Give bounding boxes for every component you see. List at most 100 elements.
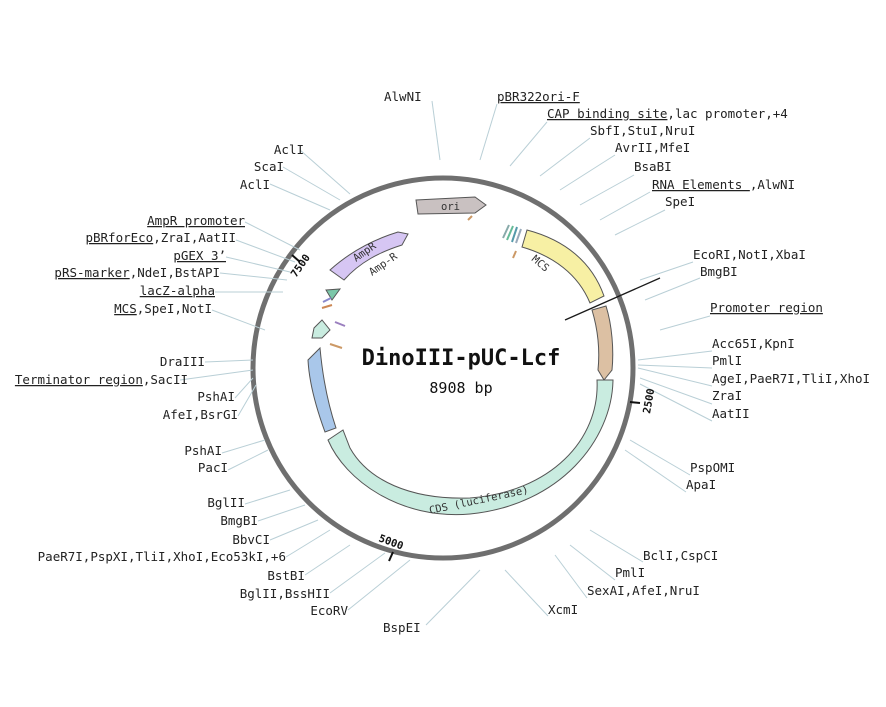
site-names: PspOMI bbox=[690, 460, 735, 475]
site-names: AfeI,BsrGI bbox=[163, 407, 238, 422]
site-label-left-4: pBRforEco,ZraI,AatII bbox=[85, 230, 236, 245]
promoter-feature bbox=[591, 305, 614, 381]
feature-name: CAP binding site bbox=[547, 106, 667, 121]
site-label-left-13: PshAI bbox=[184, 443, 222, 458]
site-label-right-17: ApaI bbox=[686, 477, 716, 492]
leader-lines bbox=[425, 100, 713, 626]
site-label-left-19: BstBI bbox=[267, 568, 305, 583]
feature-name: MCS bbox=[114, 301, 137, 316]
site-names: ,AlwNI bbox=[750, 177, 795, 192]
site-names: Acc65I,KpnI bbox=[712, 336, 795, 351]
site-names: AlwNI bbox=[384, 89, 422, 104]
site-label-right-9: BmgBI bbox=[700, 264, 738, 279]
site-names: ScaI bbox=[254, 159, 284, 174]
site-names: AclI bbox=[240, 177, 270, 192]
site-names: BglII bbox=[207, 495, 245, 510]
site-names: PshAI bbox=[184, 443, 222, 458]
site-label-right-18: BclI,CspCI bbox=[643, 548, 718, 563]
site-label-right-22: BspEI bbox=[383, 620, 421, 635]
site-label-left-11: PshAI bbox=[197, 389, 235, 404]
site-label-left-5: pGEX 3’ bbox=[173, 248, 226, 263]
small-features bbox=[311, 215, 517, 349]
leader-lines-left bbox=[179, 149, 411, 611]
site-names: PshAI bbox=[197, 389, 235, 404]
site-names: AvrII,MfeI bbox=[615, 140, 690, 155]
site-names: AgeI,PaeR7I,TliI,XhoI bbox=[712, 371, 870, 386]
feature-name: Terminator region bbox=[15, 372, 143, 387]
site-names: ,SacII bbox=[143, 372, 188, 387]
site-names: DraIII bbox=[160, 354, 205, 369]
ori-feature: ori bbox=[415, 196, 487, 215]
tick-label-2500: 2500 bbox=[641, 388, 657, 415]
site-names: EcoRV bbox=[310, 603, 348, 618]
ori-label: ori bbox=[441, 201, 460, 213]
site-names: BmgBI bbox=[220, 513, 258, 528]
plasmid-name: DinoIII-pUC-Lcf bbox=[362, 346, 561, 371]
site-label-right-21: XcmI bbox=[548, 602, 578, 617]
site-names: SbfI,StuI,NruI bbox=[590, 123, 695, 138]
site-label-left-10: Terminator region,SacII bbox=[15, 372, 188, 387]
site-names: BstBI bbox=[267, 568, 305, 583]
site-label-left-16: BmgBI bbox=[220, 513, 258, 528]
site-label-left-1: ScaI bbox=[254, 159, 284, 174]
site-label-left-21: EcoRV bbox=[310, 603, 348, 618]
feature-name: Promoter region bbox=[710, 300, 823, 315]
site-names: BsaBI bbox=[634, 159, 672, 174]
feature-name: lacZ-alpha bbox=[140, 283, 215, 298]
backbone-ring bbox=[250, 175, 636, 561]
site-label-left-0: AclI bbox=[274, 142, 304, 157]
site-label-right-16: PspOMI bbox=[690, 460, 735, 475]
site-names: XcmI bbox=[548, 602, 578, 617]
site-label-right-4: AvrII,MfeI bbox=[615, 140, 690, 155]
site-label-left-6: pRS-marker,NdeI,BstAPI bbox=[54, 265, 220, 280]
site-names: BbvCI bbox=[232, 532, 270, 547]
mcs-feature: MCS bbox=[521, 229, 605, 304]
site-label-right-13: AgeI,PaeR7I,TliI,XhoI bbox=[712, 371, 870, 386]
cds-feature: CDS (luciferase) bbox=[327, 379, 614, 517]
site-names: BglII,BssHII bbox=[240, 586, 330, 601]
site-names: ,NdeI,BstAPI bbox=[130, 265, 220, 280]
site-label-right-0: AlwNI bbox=[384, 89, 422, 104]
feature-name: AmpR promoter bbox=[147, 213, 245, 228]
site-label-right-14: ZraI bbox=[712, 388, 742, 403]
site-names: AatII bbox=[712, 406, 750, 421]
site-label-left-7: lacZ-alpha bbox=[140, 283, 215, 298]
site-names: ,lac promoter,+4 bbox=[667, 106, 787, 121]
site-label-left-17: BbvCI bbox=[232, 532, 270, 547]
mcs-cut-line bbox=[564, 277, 661, 321]
site-label-right-6: RNA Elements ,AlwNI bbox=[652, 177, 795, 192]
site-label-right-5: BsaBI bbox=[634, 159, 672, 174]
site-names: PacI bbox=[198, 460, 228, 475]
site-label-right-20: SexAI,AfeI,NruI bbox=[587, 583, 700, 598]
site-label-right-19: PmlI bbox=[615, 565, 645, 580]
feature-name: pGEX 3’ bbox=[173, 248, 226, 263]
site-label-left-20: BglII,BssHII bbox=[240, 586, 330, 601]
terminator-feature bbox=[307, 346, 337, 433]
site-label-right-7: SpeI bbox=[665, 194, 695, 209]
site-names: BmgBI bbox=[700, 264, 738, 279]
site-label-right-10: Promoter region bbox=[710, 300, 823, 315]
mcs-stripes bbox=[502, 224, 522, 244]
site-label-left-14: PacI bbox=[198, 460, 228, 475]
site-names: ,SpeI,NotI bbox=[137, 301, 212, 316]
site-names: BspEI bbox=[383, 620, 421, 635]
site-names: BclI,CspCI bbox=[643, 548, 718, 563]
site-label-right-8: EcoRI,NotI,XbaI bbox=[693, 247, 806, 262]
site-names: AclI bbox=[274, 142, 304, 157]
site-names: ,ZraI,AatII bbox=[153, 230, 236, 245]
site-label-right-11: Acc65I,KpnI bbox=[712, 336, 795, 351]
site-label-left-15: BglII bbox=[207, 495, 245, 510]
site-names: EcoRI,NotI,XbaI bbox=[693, 247, 806, 262]
site-label-right-2: CAP binding site,lac promoter,+4 bbox=[547, 106, 788, 121]
site-label-right-15: AatII bbox=[712, 406, 750, 421]
site-label-left-8: MCS,SpeI,NotI bbox=[114, 301, 212, 316]
left-site-labels: AclI ScaI AclI AmpR promoter pBRforEco,ZraI,… bbox=[15, 142, 349, 618]
plasmid-size: 8908 bp bbox=[429, 379, 492, 397]
site-names: ZraI bbox=[712, 388, 742, 403]
site-label-left-12: AfeI,BsrGI bbox=[163, 407, 238, 422]
site-names: ApaI bbox=[686, 477, 716, 492]
site-label-left-18: PaeR7I,PspXI,TliI,XhoI,Eco53kI,+6 bbox=[38, 549, 286, 564]
site-label-right-12: PmlI bbox=[712, 353, 742, 368]
